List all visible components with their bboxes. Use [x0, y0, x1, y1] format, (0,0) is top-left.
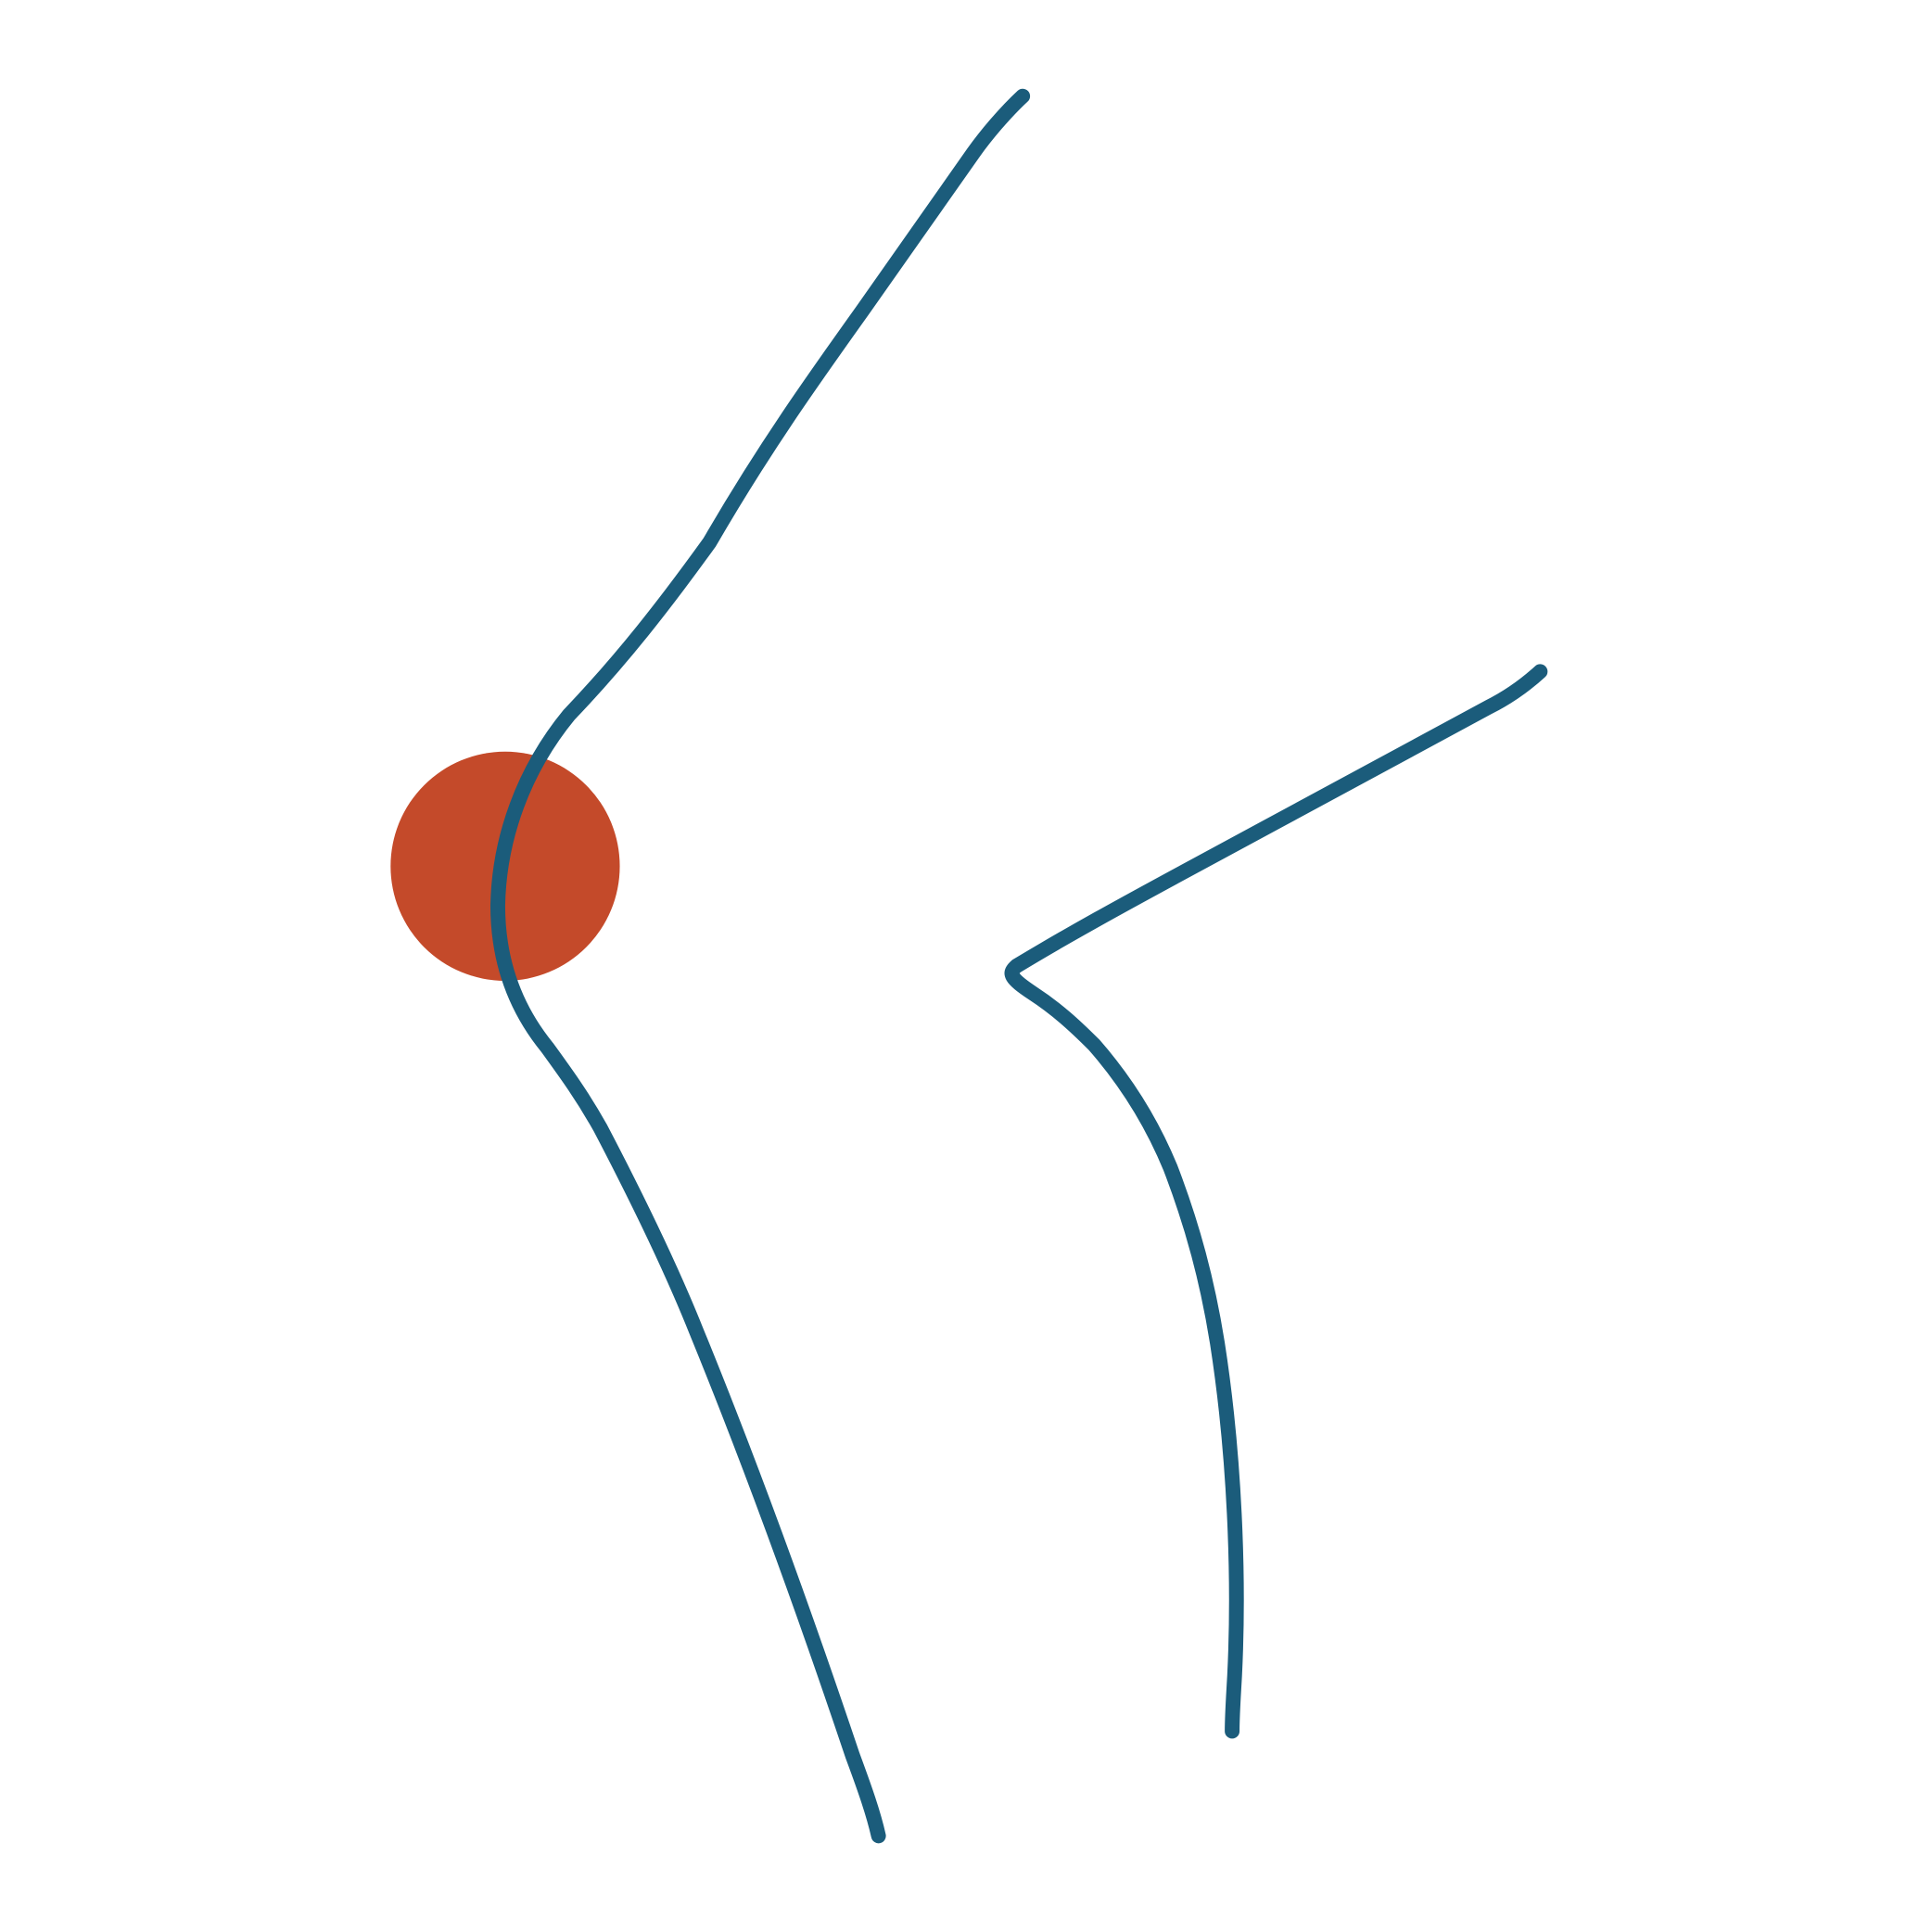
leg-front-outline — [489, 88, 1031, 1844]
leg-back-outline — [1004, 664, 1548, 1739]
